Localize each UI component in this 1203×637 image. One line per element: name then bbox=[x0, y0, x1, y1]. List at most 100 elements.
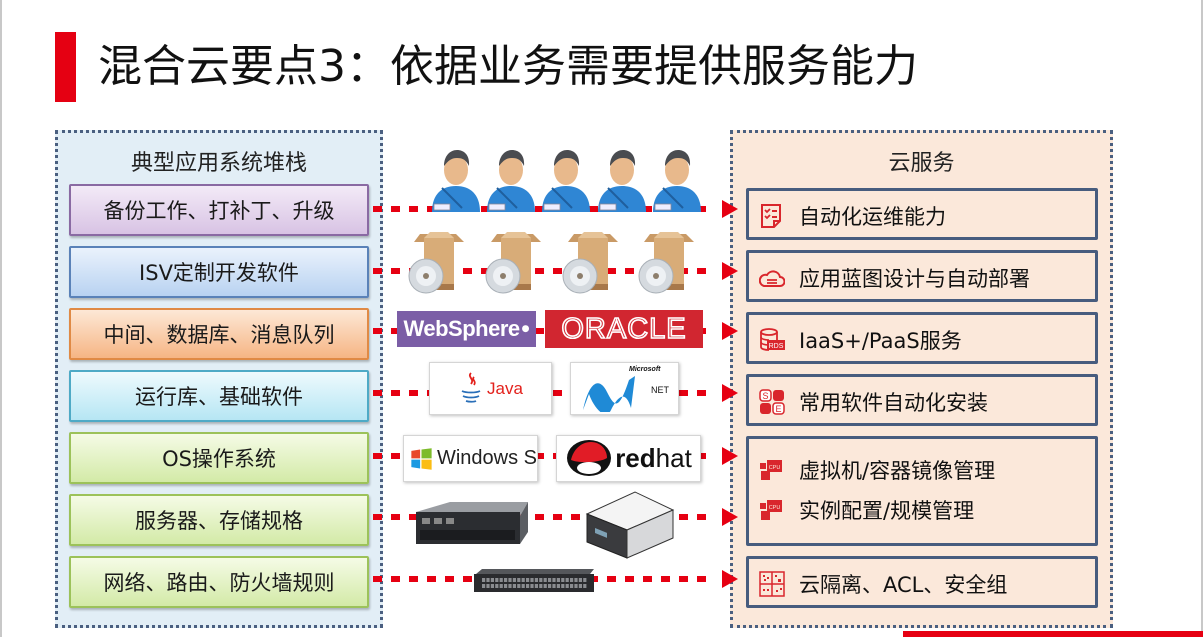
websphere-logo-text: WebSphere bbox=[403, 316, 521, 341]
switch-port bbox=[521, 584, 525, 588]
windows-logo: Windows S bbox=[403, 435, 538, 482]
service-box-security: 云隔离、ACL、安全组 bbox=[746, 556, 1098, 608]
switch-port bbox=[490, 578, 494, 582]
switch-port bbox=[526, 578, 530, 582]
service-instance-config: CPU 实例配置/规模管理 bbox=[759, 495, 974, 525]
switch-port bbox=[517, 578, 521, 582]
redhat-logo: redhat bbox=[556, 435, 701, 482]
svg-text:RDS: RDS bbox=[769, 343, 784, 350]
arrow-right-icon bbox=[722, 322, 738, 340]
footer-accent-bar bbox=[903, 631, 1203, 637]
service-ops: 自动化运维能力 bbox=[759, 201, 946, 231]
dotnet-logo: Microsoft NET bbox=[570, 362, 679, 415]
user-icon bbox=[487, 150, 535, 212]
arrow-right-icon bbox=[722, 570, 738, 588]
stack-item-network: 网络、路由、防火墙规则 bbox=[69, 556, 369, 608]
switch-port bbox=[508, 584, 512, 588]
connector-line-server bbox=[373, 514, 713, 520]
switch-port bbox=[495, 578, 499, 582]
stack-item-isv-software: ISV定制开发软件 bbox=[69, 246, 369, 298]
cloud-services-heading: 云服务 bbox=[888, 151, 955, 176]
service-box-blueprint: 应用蓝图设计与自动部署 bbox=[746, 250, 1098, 302]
software-box-icon bbox=[408, 232, 464, 294]
switch-port bbox=[499, 578, 503, 582]
service-label: 实例配置/规模管理 bbox=[799, 499, 975, 523]
user-icon bbox=[542, 150, 590, 212]
switch-port bbox=[570, 578, 574, 582]
dotnet-logo-text: NET bbox=[651, 385, 669, 395]
switch-port bbox=[556, 578, 560, 582]
windows-logo-text: Windows S bbox=[436, 447, 537, 469]
switch-port bbox=[574, 578, 578, 582]
switch-port bbox=[543, 578, 547, 582]
switch-port bbox=[548, 584, 552, 588]
service-blueprint: 应用蓝图设计与自动部署 bbox=[759, 263, 1030, 293]
switch-port bbox=[521, 578, 525, 582]
slide-title: 混合云要点3：依据业务需要提供服务能力 bbox=[98, 41, 918, 92]
service-label: 常用软件自动化安装 bbox=[799, 391, 988, 415]
java-logo: Java bbox=[429, 362, 552, 415]
rack-server-icon bbox=[416, 502, 528, 544]
switch-port bbox=[534, 584, 538, 588]
network-switch-icon bbox=[474, 569, 594, 592]
software-box-icon bbox=[638, 232, 694, 294]
service-label: 自动化运维能力 bbox=[799, 205, 946, 229]
slide-frame-left bbox=[0, 0, 2, 637]
service-security: 云隔离、ACL、安全组 bbox=[759, 569, 1007, 599]
switch-port bbox=[552, 584, 556, 588]
switch-port bbox=[512, 578, 516, 582]
switch-port bbox=[583, 584, 587, 588]
cpu-icon: CPU bbox=[760, 500, 782, 520]
stack-item-server-storage: 服务器、存储规格 bbox=[69, 494, 369, 546]
svg-text:CPU: CPU bbox=[769, 465, 781, 471]
redhat-logo-text: redhat bbox=[615, 443, 692, 473]
oracle-logo-text: ORACLE bbox=[561, 312, 687, 346]
service-label: 云隔离、ACL、安全组 bbox=[799, 573, 1008, 597]
svg-text:E: E bbox=[775, 404, 781, 414]
switch-port bbox=[530, 584, 534, 588]
switch-port bbox=[486, 578, 490, 582]
svg-text:CPU: CPU bbox=[769, 505, 781, 511]
service-software-install: S E 常用软件自动化安装 bbox=[759, 387, 988, 417]
service-label: IaaS+/PaaS服务 bbox=[799, 329, 962, 353]
app-stack-panel: 典型应用系统堆栈 备份工作、打补丁、升级 ISV定制开发软件 中间、数据库、消息… bbox=[55, 130, 383, 628]
connector-line-middleware bbox=[373, 328, 713, 334]
software-tiles-icon: S E bbox=[759, 389, 785, 415]
switch-port bbox=[512, 584, 516, 588]
app-stack-heading: 典型应用系统堆栈 bbox=[130, 151, 307, 176]
service-iaas-paas: RDS IaaS+/PaaS服务 bbox=[759, 325, 962, 355]
arrow-right-icon bbox=[722, 262, 738, 280]
service-box-ops: 自动化运维能力 bbox=[746, 188, 1098, 240]
switch-port bbox=[565, 578, 569, 582]
slide-frame-right bbox=[1201, 0, 1203, 637]
switch-port bbox=[482, 578, 486, 582]
switch-port bbox=[504, 584, 508, 588]
websphere-logo: WebSphere● bbox=[397, 311, 536, 347]
arrow-right-icon bbox=[722, 384, 738, 402]
java-cup-icon bbox=[461, 371, 481, 403]
title-accent-bar bbox=[55, 32, 76, 102]
service-box-iaas-paas: RDS IaaS+/PaaS服务 bbox=[746, 312, 1098, 364]
connector-line-isv bbox=[373, 268, 713, 274]
software-box-icon bbox=[562, 232, 618, 294]
database-rds-icon: RDS bbox=[760, 328, 785, 351]
stack-item-middleware: 中间、数据库、消息队列 bbox=[69, 308, 369, 360]
switch-port bbox=[578, 584, 582, 588]
tower-server-icon bbox=[585, 491, 675, 559]
switch-port bbox=[539, 578, 543, 582]
switch-port bbox=[548, 578, 552, 582]
switch-port bbox=[574, 584, 578, 588]
switch-port bbox=[482, 584, 486, 588]
user-icon bbox=[653, 150, 701, 212]
stack-item-runtime: 运行库、基础软件 bbox=[69, 370, 369, 422]
switch-port bbox=[530, 578, 534, 582]
registered-mark: ● bbox=[521, 324, 530, 334]
switch-port bbox=[504, 578, 508, 582]
stack-item-maintenance: 备份工作、打补丁、升级 bbox=[69, 184, 369, 236]
dotnet-wave-icon bbox=[583, 376, 635, 412]
switch-port bbox=[517, 584, 521, 588]
security-grid-icon bbox=[759, 571, 785, 597]
service-label: 应用蓝图设计与自动部署 bbox=[799, 267, 1030, 291]
switch-port bbox=[556, 584, 560, 588]
cloud-services-panel: 云服务 自动化运维能力 应用蓝图设计与自动部署 bbox=[730, 130, 1113, 628]
